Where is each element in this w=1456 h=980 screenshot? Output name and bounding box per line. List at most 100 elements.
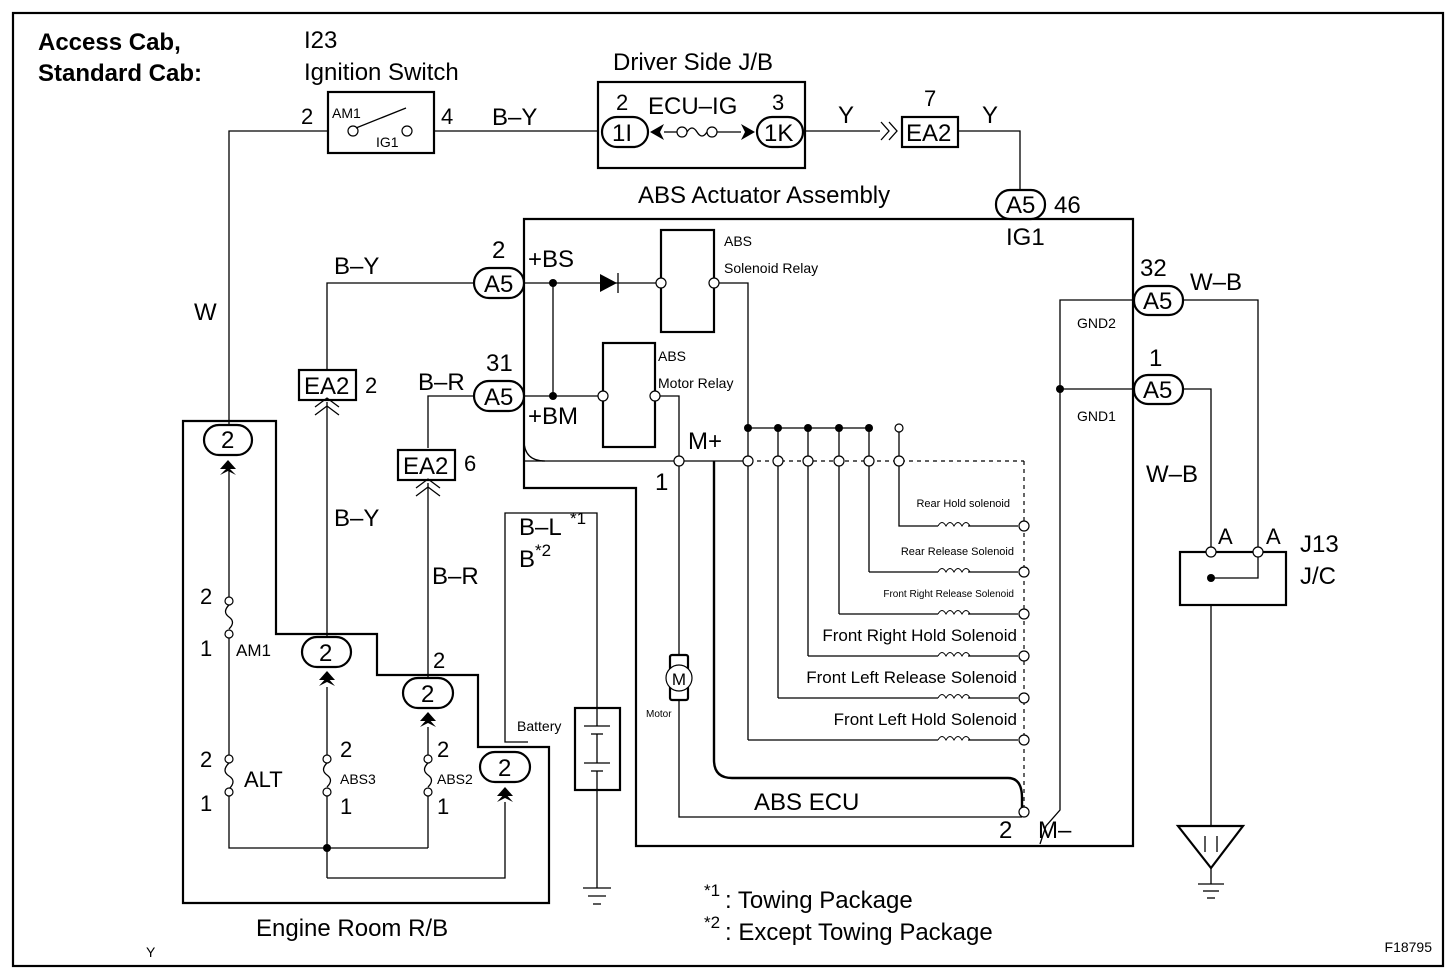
fuse-alt bbox=[224, 754, 234, 797]
rb-conn-pin-2: 2 bbox=[319, 640, 332, 667]
a5-ig1-code: A5 bbox=[1006, 192, 1035, 219]
fuse-abs3-label: ABS3 bbox=[340, 771, 376, 787]
fuse-alt-pin-top: 2 bbox=[200, 747, 212, 772]
a5-gnd1-pin: 1 bbox=[1149, 345, 1162, 372]
a5-ig1-label: IG1 bbox=[1006, 224, 1045, 251]
ground-symbol-battery bbox=[583, 887, 611, 905]
rb-conn-pin-4: 2 bbox=[498, 755, 511, 782]
battery-label: Battery bbox=[517, 718, 561, 734]
mplus-label: M+ bbox=[688, 428, 722, 455]
a5-bm-label: +BM bbox=[528, 403, 578, 430]
fuse-am1-label: AM1 bbox=[236, 641, 271, 660]
fuse-abs2-pin-bottom: 1 bbox=[437, 794, 449, 819]
fuse-am1-pin-bottom: 1 bbox=[200, 636, 212, 661]
ignition-contact-ig1: IG1 bbox=[376, 134, 399, 150]
wire-color-by-top: B–Y bbox=[492, 104, 537, 131]
abs-motor-relay bbox=[601, 341, 657, 449]
ea2-mid-code: EA2 bbox=[403, 453, 448, 480]
fuse-abs2-label: ABS2 bbox=[437, 771, 473, 787]
wire-color-by-upper: B–Y bbox=[334, 253, 379, 280]
fuse-am1 bbox=[224, 596, 234, 639]
ignition-pin-in: 2 bbox=[301, 104, 313, 129]
ea2-mid-connector bbox=[396, 448, 457, 497]
fuse-abs2 bbox=[423, 754, 433, 797]
ea2-left-pin: 2 bbox=[365, 373, 377, 398]
wire-color-br-upper: B–R bbox=[418, 369, 465, 396]
variant-label-line1: Access Cab, bbox=[38, 29, 181, 56]
motor-relay-label-1: ABS bbox=[658, 348, 686, 364]
abs-solenoid-relay bbox=[659, 228, 716, 334]
jc-pin-a-right: A bbox=[1266, 524, 1281, 549]
wire-color-y-left: Y bbox=[838, 102, 854, 129]
rb-conn-pin-3: 2 bbox=[421, 681, 434, 708]
actuator-title: ABS Actuator Assembly bbox=[638, 182, 890, 209]
junction-conn-left: 1I bbox=[612, 120, 632, 147]
gnd1-label: GND1 bbox=[1077, 408, 1116, 424]
wire-color-bl-note: *1 bbox=[570, 509, 586, 528]
figure-id: F18795 bbox=[1385, 939, 1433, 955]
a5-bm-code: A5 bbox=[484, 384, 513, 411]
rb-conn-pin-5: 2 bbox=[433, 648, 445, 673]
wire-color-br-lower: B–R bbox=[432, 563, 479, 590]
note-1-mark: *1 bbox=[704, 881, 720, 900]
solenoid-label-front-left-hold: Front Left Hold Solenoid bbox=[834, 710, 1017, 729]
ground-symbol-jc bbox=[1198, 883, 1224, 899]
fuse-abs2-pin-top: 2 bbox=[437, 737, 449, 762]
a5-bs-code: A5 bbox=[484, 271, 513, 298]
fuse-am1-pin-top: 2 bbox=[200, 584, 212, 609]
fuse-abs3 bbox=[322, 754, 332, 797]
note-2-mark: *2 bbox=[704, 913, 720, 932]
junction-block-name: Driver Side J/B bbox=[613, 49, 773, 76]
solenoid-label-front-right-hold: Front Right Hold Solenoid bbox=[822, 626, 1017, 645]
solenoid-relay-label-2: Solenoid Relay bbox=[724, 260, 818, 276]
a5-bm-pin: 31 bbox=[486, 350, 513, 377]
junction-conn-right: 1K bbox=[764, 120, 793, 147]
ignition-contact-am1: AM1 bbox=[332, 105, 361, 121]
ea2-top-connector bbox=[880, 115, 960, 149]
relay-box-name: Engine Room R/B bbox=[256, 915, 448, 942]
a5-bs-pin: 2 bbox=[492, 237, 505, 264]
ignition-pin-out: 4 bbox=[441, 104, 453, 129]
diagram-frame bbox=[11, 11, 1445, 968]
a5-gnd1-connector bbox=[1132, 373, 1185, 406]
actuator-box bbox=[522, 217, 1135, 848]
battery-symbol bbox=[573, 706, 622, 792]
ea2-left-connector bbox=[297, 368, 358, 416]
fuse-abs3-pin-bottom: 1 bbox=[340, 794, 352, 819]
ground-triangle bbox=[1175, 824, 1246, 870]
variant-label-line2: Standard Cab: bbox=[38, 60, 202, 87]
relay-box-outline bbox=[181, 419, 551, 905]
a5-gnd2-connector bbox=[1132, 284, 1185, 317]
jc-code: J13 bbox=[1300, 531, 1339, 558]
ea2-top-pin: 7 bbox=[924, 86, 936, 111]
solenoid-label-rear-release: Rear Release Solenoid bbox=[901, 546, 1014, 558]
junction-pin-left: 2 bbox=[616, 90, 628, 115]
a5-bs-connector bbox=[472, 266, 526, 300]
motor-symbol bbox=[665, 653, 693, 702]
wire-color-y-right: Y bbox=[982, 102, 998, 129]
ignition-switch bbox=[326, 90, 436, 155]
mplus-pin: 1 bbox=[655, 469, 668, 496]
a5-bm-connector bbox=[472, 379, 526, 413]
solenoid-relay-label-1: ABS bbox=[724, 233, 752, 249]
a5-gnd1-code: A5 bbox=[1143, 377, 1172, 404]
ignition-switch-name: Ignition Switch bbox=[304, 59, 459, 86]
note-1-text: : Towing Package bbox=[725, 887, 913, 914]
junction-fuse-label: ECU–IG bbox=[648, 93, 737, 120]
diode-symbol bbox=[600, 273, 619, 293]
ignition-switch-code: I23 bbox=[304, 27, 337, 54]
motor-relay-label-2: Motor Relay bbox=[658, 375, 733, 391]
abs-ecu-label: ABS ECU bbox=[754, 789, 859, 816]
fuse-alt-label: ALT bbox=[244, 767, 283, 792]
mminus-label: M– bbox=[1038, 817, 1072, 844]
solenoid-wiring bbox=[742, 423, 1030, 818]
relay-box-connectors bbox=[202, 423, 532, 802]
ea2-left-code: EA2 bbox=[304, 373, 349, 400]
gnd2-label: GND2 bbox=[1077, 315, 1116, 331]
fuse-alt-pin-bottom: 1 bbox=[200, 791, 212, 816]
mminus-pin: 2 bbox=[999, 817, 1012, 844]
solenoid-label-front-right-release: Front Right Release Solenoid bbox=[883, 589, 1014, 600]
a5-gnd2-code: A5 bbox=[1143, 288, 1172, 315]
jc-pin-a-left: A bbox=[1218, 524, 1233, 549]
